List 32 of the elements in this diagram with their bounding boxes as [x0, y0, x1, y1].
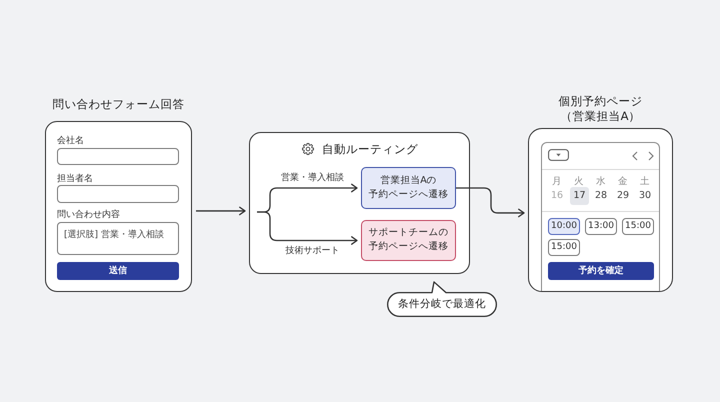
date-label: 16 [551, 190, 564, 202]
weekday-label: 金 [618, 176, 628, 188]
panel-title: 自動ルーティング [322, 142, 418, 156]
time-slot-button: 13:00 [585, 218, 617, 235]
weekday-label: 水 [596, 176, 606, 188]
selected-date: 17 [570, 187, 589, 205]
date-label: 29 [617, 190, 630, 202]
process-box: サポートチームの予約ページへ遷移 [361, 220, 456, 261]
time-slot-button: 15:00 [622, 218, 654, 235]
arrow [196, 206, 246, 216]
date-label: 30 [639, 190, 652, 202]
card-title: 問い合わせフォーム回答 [52, 96, 184, 112]
edge-label: 営業・導入相談 [281, 172, 344, 184]
time-slot-button: 15:00 [548, 239, 580, 256]
time-slot-button: 10:00 [548, 218, 580, 235]
arrow [456, 187, 525, 218]
input-field: [選択肢] 営業・導入相談 [57, 222, 179, 255]
speech-bubble: 条件分岐で最適化 [387, 281, 497, 317]
submit-button: 送信 [57, 262, 179, 280]
field-label: 会社名 [57, 135, 84, 147]
date-label: 28 [595, 190, 608, 202]
card-title: 個別予約ページ（営業担当A） [558, 94, 642, 124]
field-label: 問い合わせ内容 [57, 209, 120, 221]
weekday-label: 月 [552, 176, 562, 188]
weekday-label: 土 [640, 176, 650, 188]
edge-label: 技術サポート [286, 245, 340, 257]
process-box: 営業担当Aの予約ページへ遷移 [361, 167, 456, 209]
field-label: 担当者名 [57, 173, 93, 185]
arrow [257, 211, 358, 245]
routing-panel [249, 132, 470, 274]
confirm-button: 予約を確定 [548, 262, 654, 280]
weekday-label: 火 [574, 176, 584, 188]
